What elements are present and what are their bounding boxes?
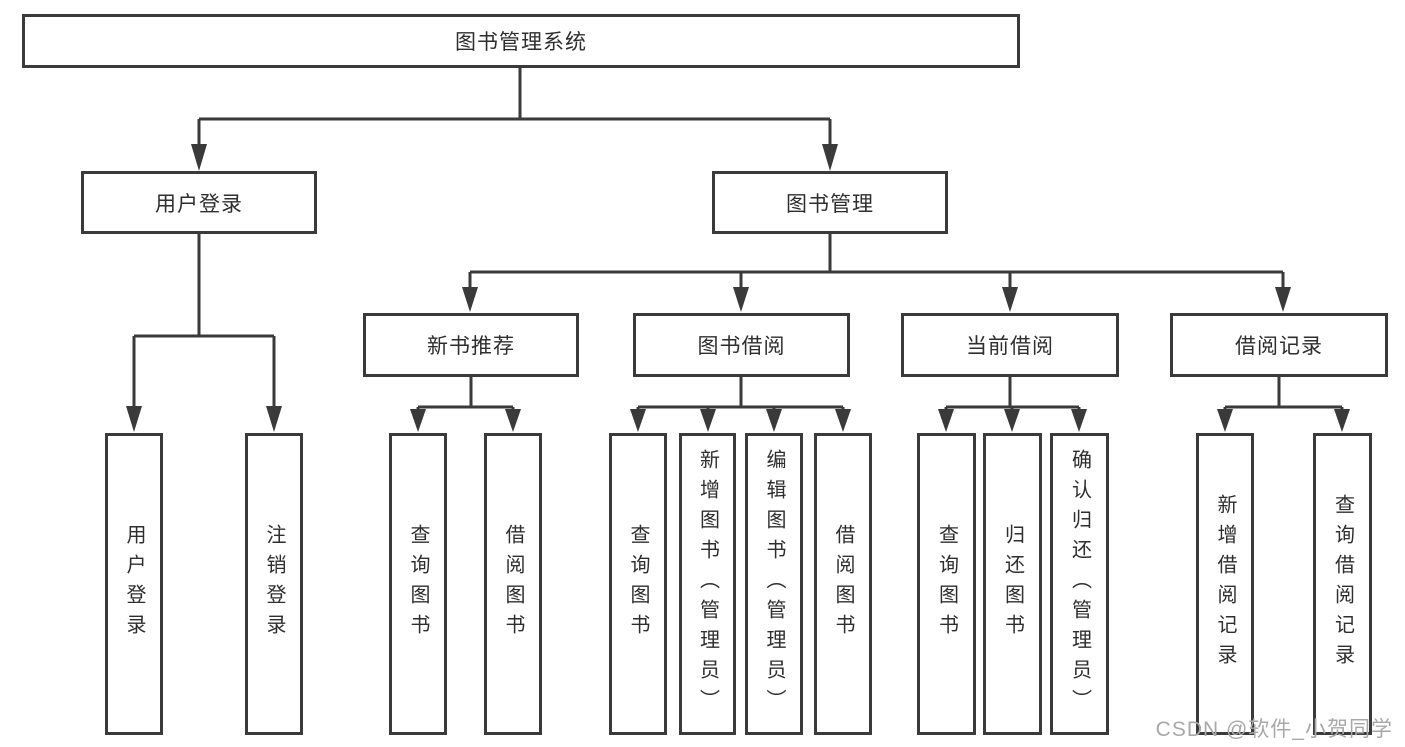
connector-line bbox=[132, 234, 276, 409]
node-label: 图书管理系统 bbox=[455, 31, 587, 54]
arrowhead bbox=[505, 409, 521, 432]
node-borrow-records: 借阅记录 bbox=[1170, 313, 1388, 377]
node-label: 新书推荐 bbox=[427, 335, 515, 358]
arrowhead bbox=[462, 287, 478, 312]
arrowhead bbox=[766, 409, 782, 432]
connector-line bbox=[636, 377, 845, 411]
node-book-borrow: 图书借阅 bbox=[633, 313, 850, 377]
node-label: 注销登录 bbox=[263, 524, 285, 644]
node-label: 查询图书 bbox=[935, 524, 958, 644]
node-label: 新增借阅记录 bbox=[1214, 494, 1236, 674]
connector-line bbox=[468, 234, 1285, 289]
node-book-management: 图书管理 bbox=[712, 171, 948, 234]
arrowhead bbox=[266, 406, 282, 432]
leaf-records-add: 新增借阅记录 bbox=[1196, 433, 1254, 735]
leaf-borrow-borrow: 借阅图书 bbox=[814, 433, 872, 735]
connector-bookmgmt-to-level2 bbox=[462, 234, 1291, 312]
leaf-newbook-borrow: 借阅图书 bbox=[484, 433, 542, 735]
connector-line bbox=[197, 68, 832, 147]
node-new-book-recommend: 新书推荐 bbox=[363, 313, 579, 377]
connector-newbook-to-leaves bbox=[410, 377, 521, 432]
connector-borrow-to-leaves bbox=[630, 377, 851, 432]
node-label: 图书借阅 bbox=[697, 335, 786, 358]
arrowhead bbox=[191, 144, 207, 171]
leaf-logout: 注销登录 bbox=[245, 433, 303, 735]
arrowhead bbox=[1004, 409, 1020, 432]
connector-root-to-level1 bbox=[191, 68, 838, 171]
leaf-current-return: 归还图书 bbox=[983, 433, 1042, 735]
arrowhead bbox=[822, 144, 838, 171]
node-label: 新增图书（管理员） bbox=[696, 449, 719, 719]
node-label: 用户登录 bbox=[155, 192, 243, 216]
leaf-newbook-query: 查询图书 bbox=[389, 433, 447, 735]
arrowhead bbox=[126, 406, 142, 432]
arrowhead bbox=[630, 409, 646, 432]
node-label: 归还图书 bbox=[1001, 524, 1024, 644]
connector-current-to-leaves bbox=[938, 377, 1087, 432]
arrowhead bbox=[700, 409, 716, 432]
arrowhead bbox=[733, 287, 749, 312]
node-user-login: 用户登录 bbox=[81, 171, 317, 234]
node-label: 确认归还（管理员） bbox=[1068, 449, 1091, 719]
node-current-borrow: 当前借阅 bbox=[901, 313, 1119, 377]
node-label: 图书管理 bbox=[786, 192, 874, 216]
connector-line bbox=[1223, 377, 1344, 411]
node-label: 查询图书 bbox=[407, 524, 429, 644]
leaf-borrow-edit-admin: 编辑图书（管理员） bbox=[745, 433, 803, 735]
leaf-borrow-add-admin: 新增图书（管理员） bbox=[679, 433, 736, 735]
node-label: 用户登录 bbox=[123, 524, 145, 644]
node-label: 借阅图书 bbox=[832, 524, 854, 644]
arrowhead bbox=[1071, 409, 1087, 432]
arrowhead bbox=[1002, 287, 1018, 312]
node-label: 查询图书 bbox=[627, 524, 649, 644]
connector-line bbox=[416, 377, 515, 411]
arrowhead bbox=[938, 409, 954, 432]
leaf-user-login: 用户登录 bbox=[105, 433, 163, 735]
node-label: 借阅图书 bbox=[502, 524, 524, 644]
connector-userlogin-to-leaves bbox=[126, 234, 282, 432]
node-root-system: 图书管理系统 bbox=[22, 14, 1020, 68]
leaf-records-query: 查询借阅记录 bbox=[1313, 433, 1372, 735]
connector-records-to-leaves bbox=[1217, 377, 1350, 432]
node-label: 查询借阅记录 bbox=[1331, 494, 1354, 674]
node-label: 编辑图书（管理员） bbox=[763, 449, 785, 719]
node-label: 借阅记录 bbox=[1235, 335, 1323, 358]
connector-line bbox=[944, 377, 1081, 411]
node-label: 当前借阅 bbox=[966, 335, 1054, 358]
leaf-current-query: 查询图书 bbox=[917, 433, 976, 735]
leaf-borrow-query: 查询图书 bbox=[609, 433, 667, 735]
leaf-current-confirm-admin: 确认归还（管理员） bbox=[1050, 433, 1109, 735]
arrowhead bbox=[1275, 287, 1291, 312]
arrowhead bbox=[1217, 409, 1233, 432]
arrowhead bbox=[410, 409, 426, 432]
arrowhead bbox=[1334, 409, 1350, 432]
watermark-text: CSDN @软件_小贺同学 bbox=[1155, 718, 1393, 741]
arrowhead bbox=[835, 409, 851, 432]
